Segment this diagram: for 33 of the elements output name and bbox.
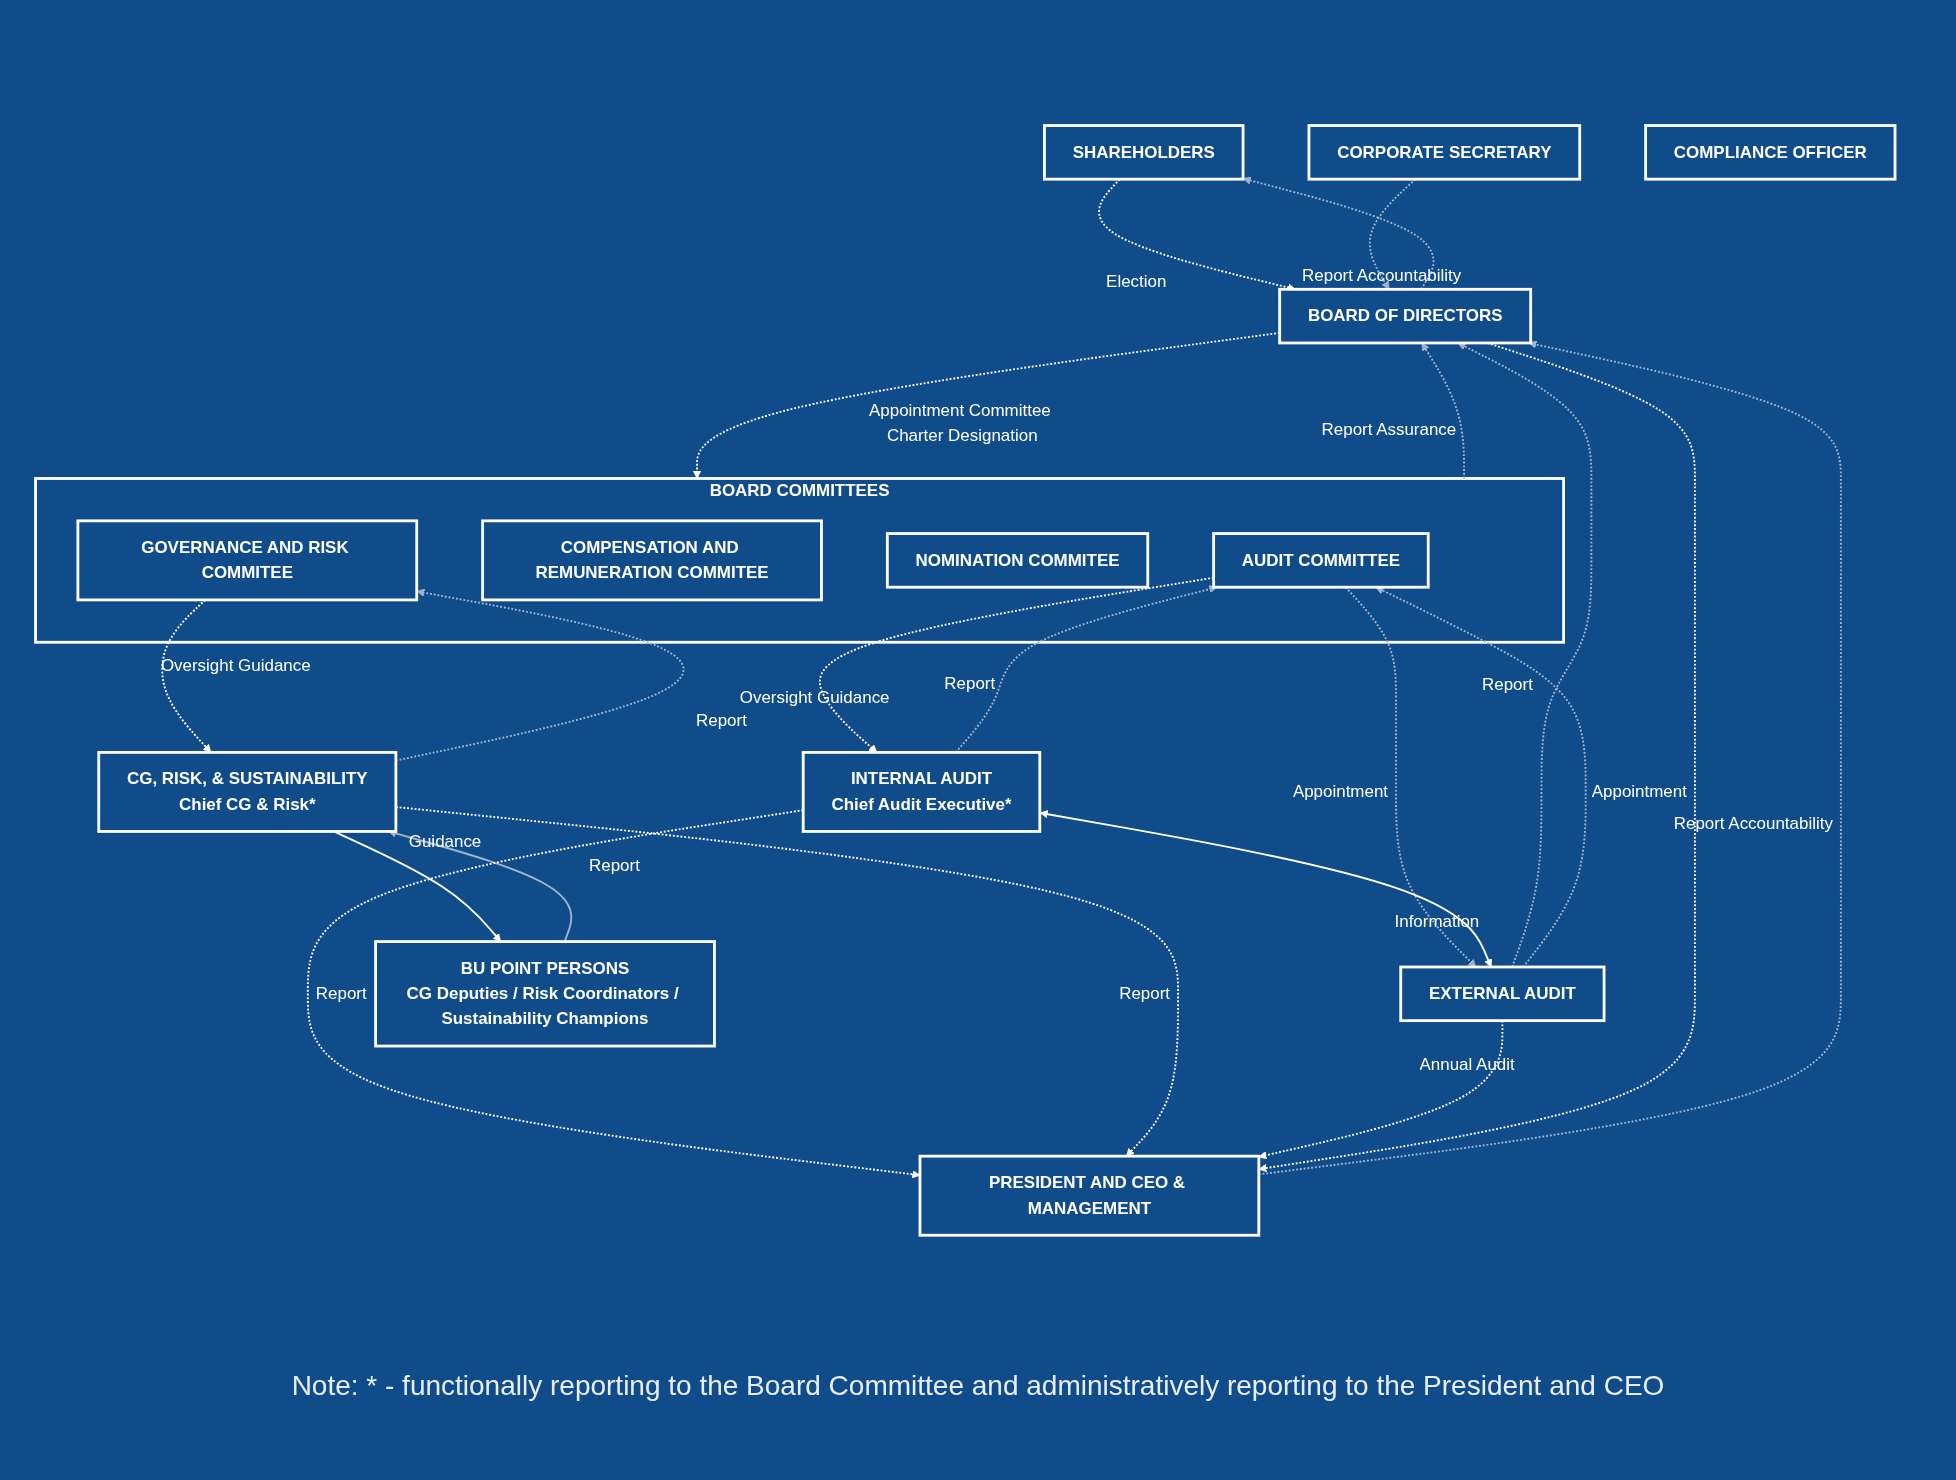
edge-label: Report [1482,674,1533,694]
edge-label: Annual Audit [1419,1054,1515,1074]
edge-label: Report [589,855,640,874]
node-box: BOARD OF DIRECTORS [1278,287,1533,344]
node-box: COMPENSATION AND REMUNERATION COMMITEE [481,519,823,601]
edge-label: Appointment [1591,781,1687,801]
edge-label: Report [696,711,747,730]
node-box: PRESIDENT AND CEO & MANAGEMENT [918,1154,1261,1237]
node-box: SHAREHOLDERS [1043,123,1245,181]
footnote: Note: * - functionally reporting to the Board Committee and administratively reporting to the President and CEO [291,1370,1665,1402]
edge-label: Oversight Guidance [739,687,890,706]
edge-label: Report Accountability [1302,265,1462,284]
node-box: INTERNAL AUDIT Chief Audit Executive* [801,750,1042,833]
node-box: BU POINT PERSONS CG Deputies / Risk Coordinators / Sustainability Champions [374,939,716,1048]
edge-label: Report Accountability [1673,813,1833,832]
node-box: COMPLIANCE OFFICER [1644,123,1897,181]
edge-label: Report [944,673,996,693]
edge-label: Appointment Committee Charter Designation [869,400,1051,445]
node-box: CORPORATE SECRETARY [1307,123,1582,181]
node-box: EXTERNAL AUDIT [1399,965,1606,1022]
edge-label: Election [1106,271,1167,291]
arrow [1257,340,1842,1175]
node-box: NOMINATION COMMITEE [885,531,1150,589]
edge-label: Report [1119,983,1171,1003]
edge-label: Appointment [1292,781,1389,801]
node-box: AUDIT COMMITTEE [1212,531,1430,589]
edge-label: Report Assurance [1321,419,1457,439]
edge-label: Report [315,983,367,1003]
arrow [1421,342,1465,480]
node-box: GOVERNANCE AND RISK COMMITEE [76,519,419,601]
edge-label: Oversight Guidance [160,655,311,675]
node-box: CG, RISK, & SUSTAINABILITY Chief CG & Risk* [97,750,398,833]
arrow [1039,809,1493,967]
